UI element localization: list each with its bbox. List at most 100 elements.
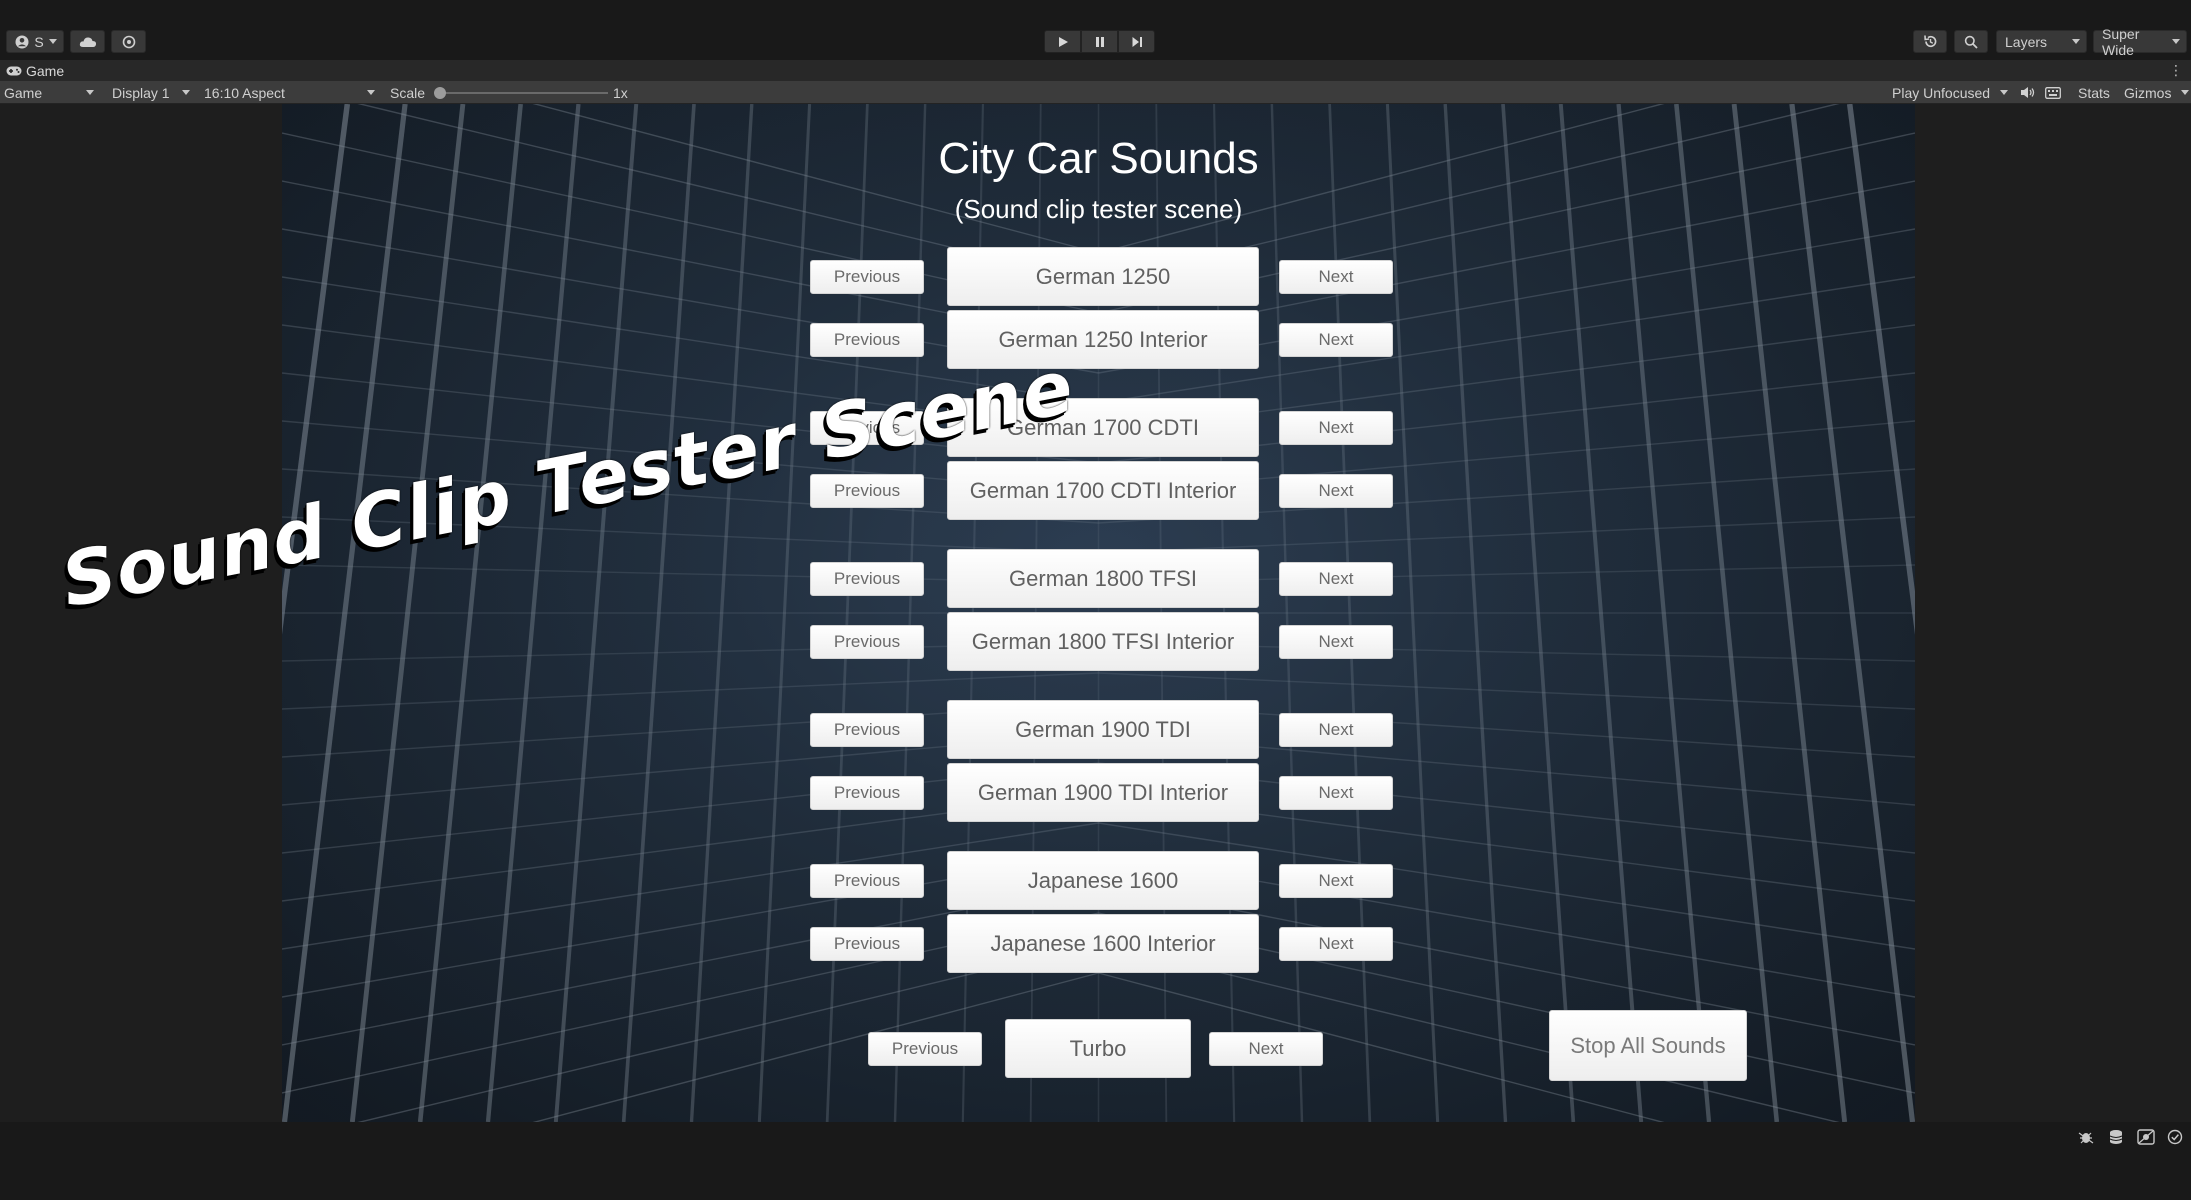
- display-label: Display 1: [112, 84, 170, 101]
- step-forward-icon: [1132, 36, 1142, 47]
- next-button[interactable]: Next: [1279, 713, 1393, 747]
- scene-subtitle: (Sound clip tester scene): [954, 194, 1243, 224]
- aspect-label: 16:10 Aspect: [204, 84, 285, 101]
- sound-clip-button[interactable]: German 1800 TFSI Interior: [947, 612, 1259, 671]
- layers-dropdown[interactable]: Layers: [1996, 30, 2087, 53]
- game-tab-bar: Game ⋮: [0, 60, 2191, 81]
- previous-button[interactable]: Previous: [810, 927, 924, 961]
- layers-label: Layers: [2005, 33, 2048, 50]
- chevron-down-icon: [2072, 39, 2080, 44]
- previous-button[interactable]: Previous: [810, 713, 924, 747]
- layout-label: Super Wide: [2102, 25, 2140, 58]
- step-button[interactable]: [1118, 30, 1155, 53]
- next-button[interactable]: Next: [1279, 562, 1393, 596]
- search-button[interactable]: [1954, 30, 1988, 53]
- gizmos-dropdown[interactable]: Gizmos: [2122, 81, 2191, 104]
- sound-clip-button[interactable]: German 1250: [947, 247, 1259, 306]
- scale-slider-track[interactable]: [440, 92, 608, 94]
- stop-all-sounds-button[interactable]: Stop All Sounds: [1549, 1010, 1747, 1081]
- chevron-down-icon: [2181, 90, 2189, 95]
- previous-button[interactable]: Previous: [810, 864, 924, 898]
- next-button[interactable]: Next: [1279, 927, 1393, 961]
- sound-clip-button[interactable]: German 1700 CDTI Interior: [947, 461, 1259, 520]
- scale-label: Scale: [390, 84, 426, 101]
- letterbox-left: [0, 104, 282, 1122]
- undo-history-button[interactable]: [1913, 30, 1947, 53]
- sound-clip-button[interactable]: Turbo: [1005, 1019, 1191, 1078]
- previous-button[interactable]: Previous: [810, 625, 924, 659]
- next-button[interactable]: Next: [1279, 474, 1393, 508]
- play-mode-label: Play Unfocused: [1892, 84, 1991, 101]
- next-button[interactable]: Next: [1279, 625, 1393, 659]
- chevron-down-icon: [86, 90, 94, 95]
- chevron-down-icon: [367, 90, 375, 95]
- cloud-icon: [79, 36, 96, 47]
- history-icon: [1923, 35, 1936, 48]
- next-button[interactable]: Next: [1209, 1032, 1323, 1066]
- sound-clip-button[interactable]: German 1900 TDI Interior: [947, 763, 1259, 822]
- chevron-down-icon: [49, 39, 57, 44]
- more-options-icon[interactable]: ⋮: [2169, 62, 2183, 78]
- next-button[interactable]: Next: [1279, 864, 1393, 898]
- game-viewport[interactable]: City Car Sounds (Sound clip tester scene…: [282, 104, 1915, 1122]
- previous-button[interactable]: Previous: [810, 474, 924, 508]
- sound-clip-button[interactable]: Japanese 1600 Interior: [947, 914, 1259, 973]
- game-mode-label: Game: [4, 84, 43, 101]
- debug-icon[interactable]: [2077, 1129, 2095, 1145]
- gizmos-label: Gizmos: [2124, 84, 2172, 101]
- tab-game[interactable]: Game: [0, 60, 72, 81]
- editor-toolbar: S: [0, 0, 2191, 60]
- previous-button[interactable]: Previous: [810, 411, 924, 445]
- account-label: S: [34, 33, 44, 50]
- checkmark-circle-icon[interactable]: [2167, 1129, 2183, 1145]
- scale-value: 1x: [613, 84, 628, 101]
- status-bar: [0, 1122, 2191, 1200]
- database-icon[interactable]: [2107, 1129, 2125, 1145]
- status-icons: [2077, 1129, 2183, 1145]
- game-mode-dropdown[interactable]: Game: [2, 81, 100, 104]
- sound-clip-button[interactable]: German 1700 CDTI: [947, 398, 1259, 457]
- display-dropdown[interactable]: Display 1: [108, 81, 196, 104]
- pause-button[interactable]: [1081, 30, 1118, 53]
- playback-controls: [1044, 30, 1155, 53]
- pause-icon: [1095, 36, 1104, 47]
- letterbox-right: [1915, 104, 2191, 1122]
- chevron-down-icon: [2000, 90, 2008, 95]
- previous-button[interactable]: Previous: [810, 323, 924, 357]
- play-button[interactable]: [1044, 30, 1081, 53]
- sound-clip-button[interactable]: German 1900 TDI: [947, 700, 1259, 759]
- play-icon: [1058, 36, 1068, 47]
- previous-button[interactable]: Previous: [868, 1032, 982, 1066]
- sound-clip-button[interactable]: German 1800 TFSI: [947, 549, 1259, 608]
- mute-button[interactable]: [2020, 81, 2036, 104]
- scene-title: City Car Sounds: [938, 134, 1259, 183]
- play-mode-dropdown[interactable]: Play Unfocused: [1890, 81, 2014, 104]
- stats-button[interactable]: Stats: [2078, 84, 2110, 101]
- tab-label: Game: [26, 62, 65, 79]
- chevron-down-icon: [182, 90, 190, 95]
- network-icon[interactable]: [2137, 1129, 2155, 1145]
- game-control-bar: Game Display 1 16:10 Aspect Scale 1x Pla…: [0, 81, 2191, 104]
- keyboard-icon: [2045, 86, 2061, 99]
- layout-dropdown[interactable]: Super Wide: [2093, 26, 2187, 58]
- collab-button[interactable]: [111, 30, 146, 53]
- sound-clip-button[interactable]: German 1250 Interior: [947, 310, 1259, 369]
- previous-button[interactable]: Previous: [810, 776, 924, 810]
- previous-button[interactable]: Previous: [810, 260, 924, 294]
- next-button[interactable]: Next: [1279, 323, 1393, 357]
- gamepad-icon: [6, 66, 22, 75]
- account-dropdown[interactable]: S: [6, 30, 64, 53]
- next-button[interactable]: Next: [1279, 260, 1393, 294]
- collab-icon: [122, 35, 135, 48]
- previous-button[interactable]: Previous: [810, 562, 924, 596]
- next-button[interactable]: Next: [1279, 776, 1393, 810]
- sound-clip-button[interactable]: Japanese 1600: [947, 851, 1259, 910]
- scale-slider-handle[interactable]: [434, 87, 446, 99]
- speaker-icon: [2021, 87, 2035, 98]
- account-icon: [15, 35, 29, 48]
- chevron-down-icon: [2172, 39, 2180, 44]
- shortcuts-button[interactable]: [2045, 81, 2061, 104]
- cloud-button[interactable]: [70, 30, 105, 53]
- aspect-dropdown[interactable]: 16:10 Aspect: [200, 81, 381, 104]
- next-button[interactable]: Next: [1279, 411, 1393, 445]
